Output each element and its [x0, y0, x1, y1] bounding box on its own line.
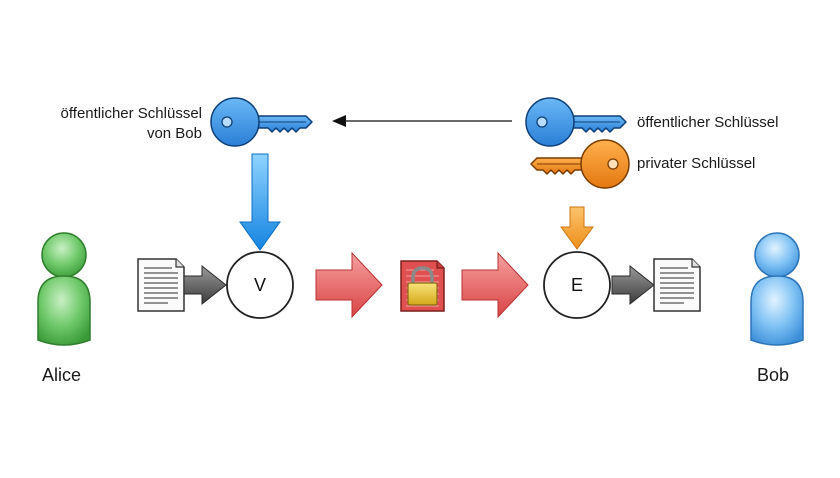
bob-person-icon: [750, 232, 804, 346]
padlock-icon: [407, 266, 438, 306]
encrypted-document-icon: [400, 260, 445, 312]
bob-name: Bob: [757, 365, 790, 385]
decrypted-document-icon: [653, 258, 701, 312]
private-key-label: privater Schlüssel: [637, 155, 756, 172]
decrypt-to-doc-arrow: [611, 264, 655, 306]
bob-private-key-icon: [530, 139, 630, 189]
doc-to-encrypt-arrow: [183, 264, 227, 306]
ciphertext-arrow-2: [461, 251, 529, 319]
plaintext-document-icon: [137, 258, 185, 312]
alice-name: Alice: [42, 365, 82, 385]
bob-public-key-icon: [525, 97, 627, 147]
private-key-down-arrow: [560, 206, 594, 250]
bob-public-key-copy-icon: [210, 97, 313, 147]
ciphertext-arrow-1: [315, 251, 383, 319]
alice-key-label-line1: öffentlicher Schlüssel: [60, 105, 202, 122]
alice-key-label-line2: von Bob: [146, 125, 202, 142]
public-key-label: öffentlicher Schlüssel: [637, 114, 779, 131]
encrypt-node-label: V: [254, 275, 266, 295]
alice-person-icon: [37, 232, 91, 346]
key-transfer-arrow: [332, 115, 512, 127]
decrypt-node: [543, 251, 611, 319]
decrypt-node-label: E: [571, 275, 583, 295]
public-key-down-arrow: [239, 153, 281, 251]
encrypt-node: [226, 251, 294, 319]
